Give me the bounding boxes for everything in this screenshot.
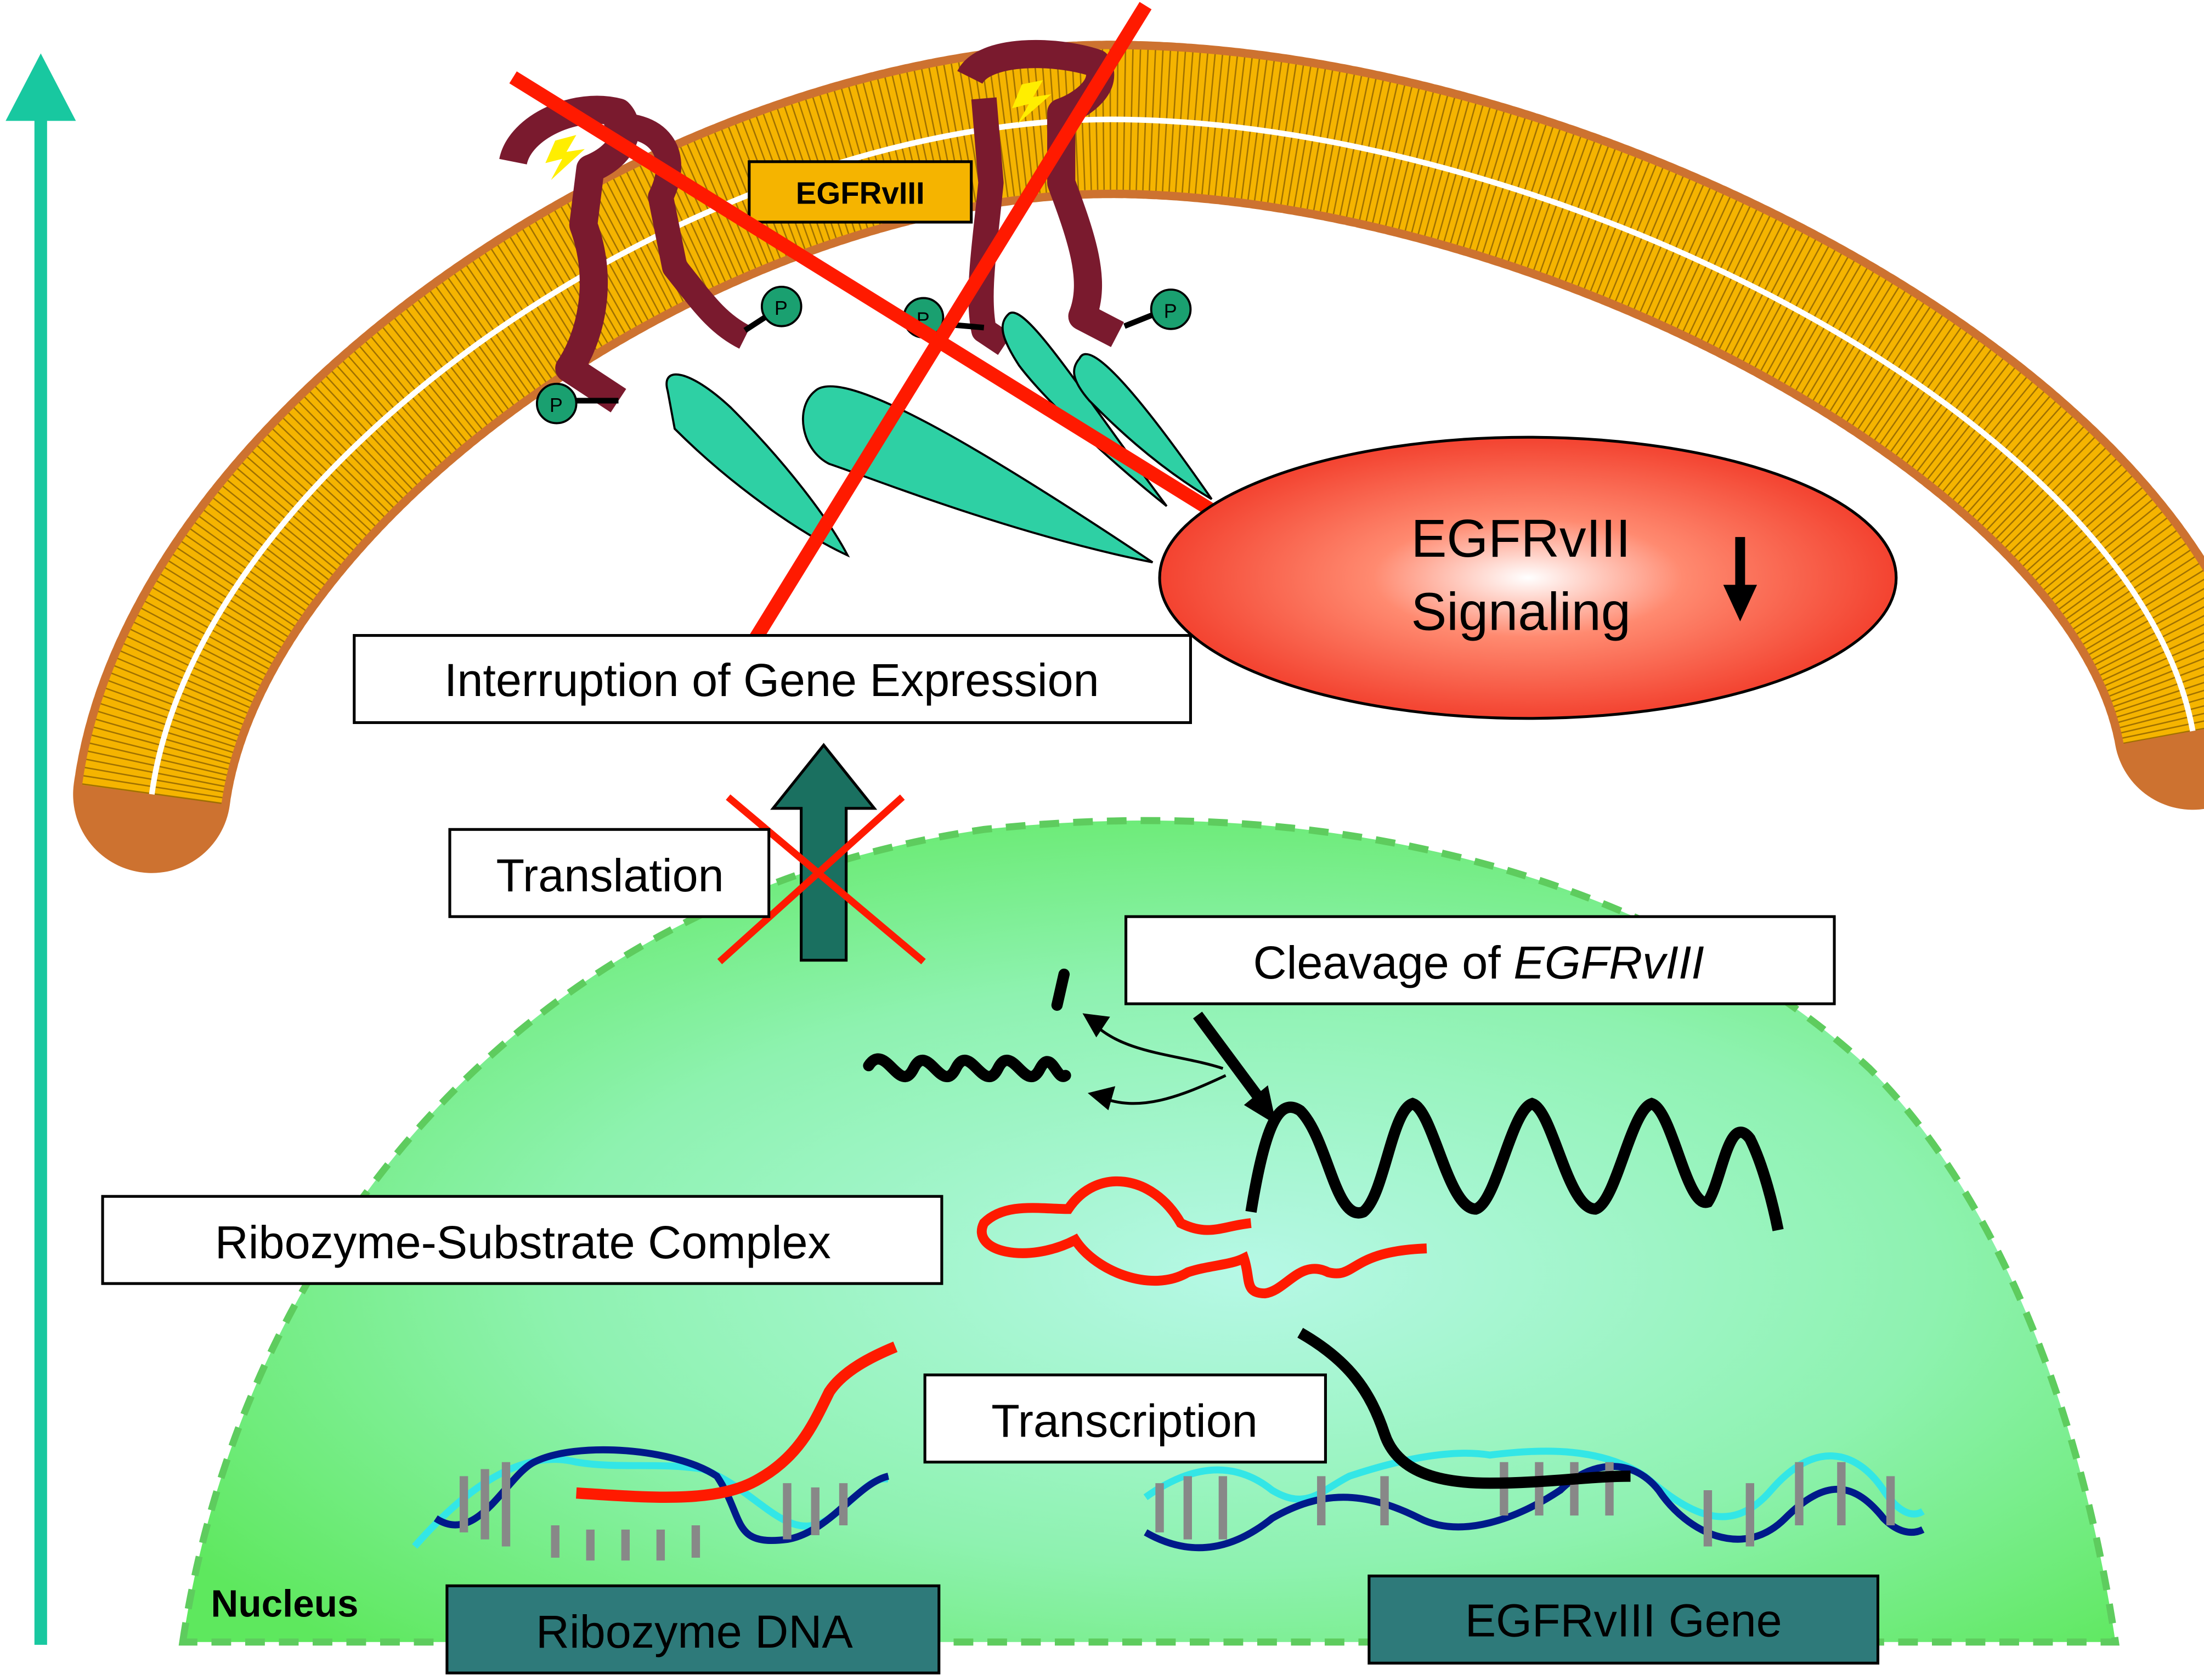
- translation-box: Translation: [448, 828, 771, 918]
- nucleus: [178, 817, 2120, 1646]
- membrane-tag: EGFRvIII: [748, 160, 973, 224]
- phosphate-group: P: [743, 285, 803, 333]
- ribozyme-complex-label: Ribozyme-Substrate Complex: [215, 1216, 831, 1268]
- signaling-label-1: EGFRvIII: [1411, 508, 1630, 568]
- svg-text:P: P: [550, 394, 563, 416]
- down-arrow-icon: [1723, 537, 1757, 621]
- cleavage-pointer-arrows: [1082, 1013, 1227, 1111]
- translation-arrow: [770, 743, 878, 962]
- membrane-tag-label: EGFRvIII: [796, 176, 925, 211]
- translation-label: Translation: [496, 849, 724, 901]
- transcription-box: Transcription: [923, 1373, 1327, 1464]
- transcription-label: Transcription: [991, 1395, 1258, 1447]
- signaling-label-2: Signaling: [1411, 581, 1631, 641]
- phosphate-group: P: [1123, 289, 1192, 330]
- interruption-label: Interruption of Gene Expression: [444, 654, 1099, 706]
- lightning-bolt-icon: [1012, 80, 1052, 124]
- ribozyme-dna-label: Ribozyme DNA: [536, 1605, 854, 1658]
- egfrviii-gene-helix: [1143, 1327, 1925, 1552]
- ribozyme-dna-box: Ribozyme DNA: [445, 1584, 941, 1675]
- nucleus-label: Nucleus: [211, 1582, 358, 1625]
- cross-out-icon: [509, 2, 1227, 643]
- up-arrow-icon: [5, 53, 76, 1645]
- ribozyme-complex-box: Ribozyme-Substrate Complex: [101, 1195, 943, 1285]
- cleavage-label: Cleavage of EGFRvIII: [1253, 936, 1704, 988]
- ribozyme-dna-helix: [412, 1342, 898, 1561]
- phosphate-group: P: [535, 382, 619, 425]
- cross-out-icon: [717, 794, 926, 965]
- signaling-ellipse: EGFRvIII Signaling: [1158, 435, 1898, 720]
- egfrviii-gene-box: EGFRvIII Gene: [1367, 1574, 1880, 1665]
- cleavage-arrow: [1193, 1011, 1276, 1125]
- egfrviii-mrna: [1245, 1098, 1784, 1231]
- svg-text:P: P: [1164, 300, 1177, 322]
- egfrviii-gene-label: EGFRvIII Gene: [1465, 1594, 1782, 1647]
- svg-text:P: P: [775, 297, 788, 319]
- lightning-bolt-icon: [545, 135, 585, 180]
- ribozyme-rna: [976, 1176, 1427, 1299]
- cell-membrane: [73, 41, 2204, 873]
- interruption-box: Interruption of Gene Expression: [353, 633, 1192, 725]
- cleavage-box: Cleavage of EGFRvIII: [1124, 915, 1836, 1005]
- cleaved-rna-fragments: [863, 969, 1071, 1082]
